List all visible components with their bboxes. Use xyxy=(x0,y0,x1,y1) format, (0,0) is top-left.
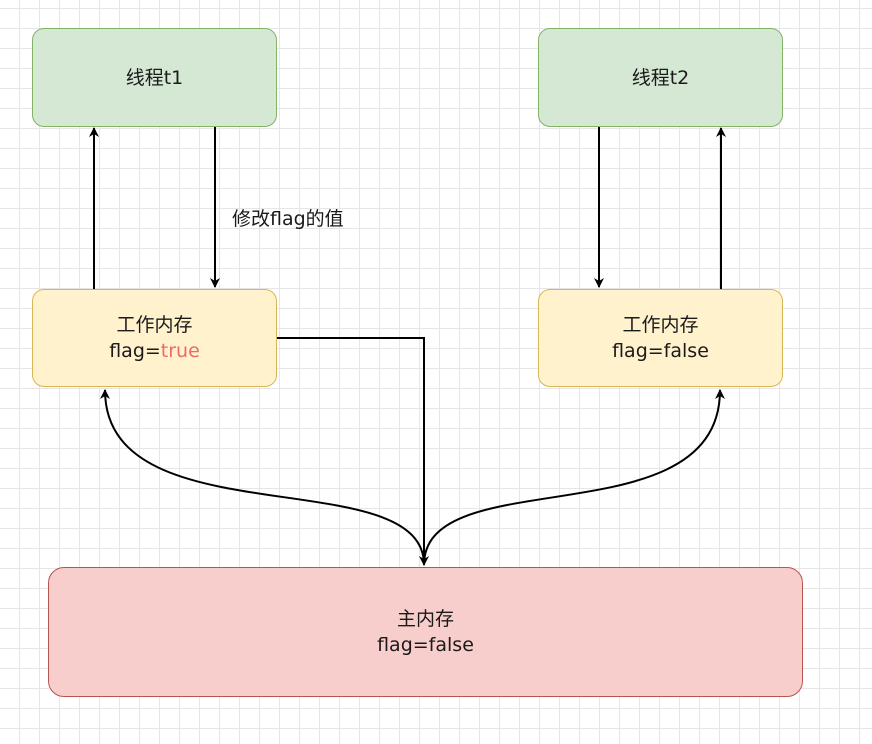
main-memory-flag: flag=false xyxy=(377,634,474,656)
edge-main-to-work1 xyxy=(100,389,425,566)
work-memory-t2-title: 工作内存 xyxy=(622,314,699,336)
work-memory-t1-flag-prefix: flag= xyxy=(109,340,161,362)
work-memory-t2-node[interactable]: 工作内存 flag=false xyxy=(538,289,783,387)
edge-main-to-work2 xyxy=(423,389,725,566)
work-memory-t1-node[interactable]: 工作内存 flag=true xyxy=(32,289,277,387)
main-memory-node[interactable]: 主内存 flag=false xyxy=(48,567,803,697)
thread-t2-node[interactable]: 线程t2 xyxy=(538,28,783,127)
thread-t1-label: 线程t1 xyxy=(125,66,184,89)
thread-t1-node[interactable]: 线程t1 xyxy=(32,28,277,127)
thread-t2-label: 线程t2 xyxy=(631,66,690,89)
work-memory-t1-title: 工作内存 xyxy=(116,314,193,336)
edge-work1-to-main xyxy=(277,337,429,566)
main-memory-title: 主内存 xyxy=(396,608,454,630)
work-memory-t1-flag: flag=true xyxy=(109,338,200,364)
modify-flag-edge-label: 修改flag的值 xyxy=(232,208,344,230)
work-memory-t1-flag-value: true xyxy=(160,340,200,362)
work-memory-t2-flag: flag=false xyxy=(612,340,709,362)
